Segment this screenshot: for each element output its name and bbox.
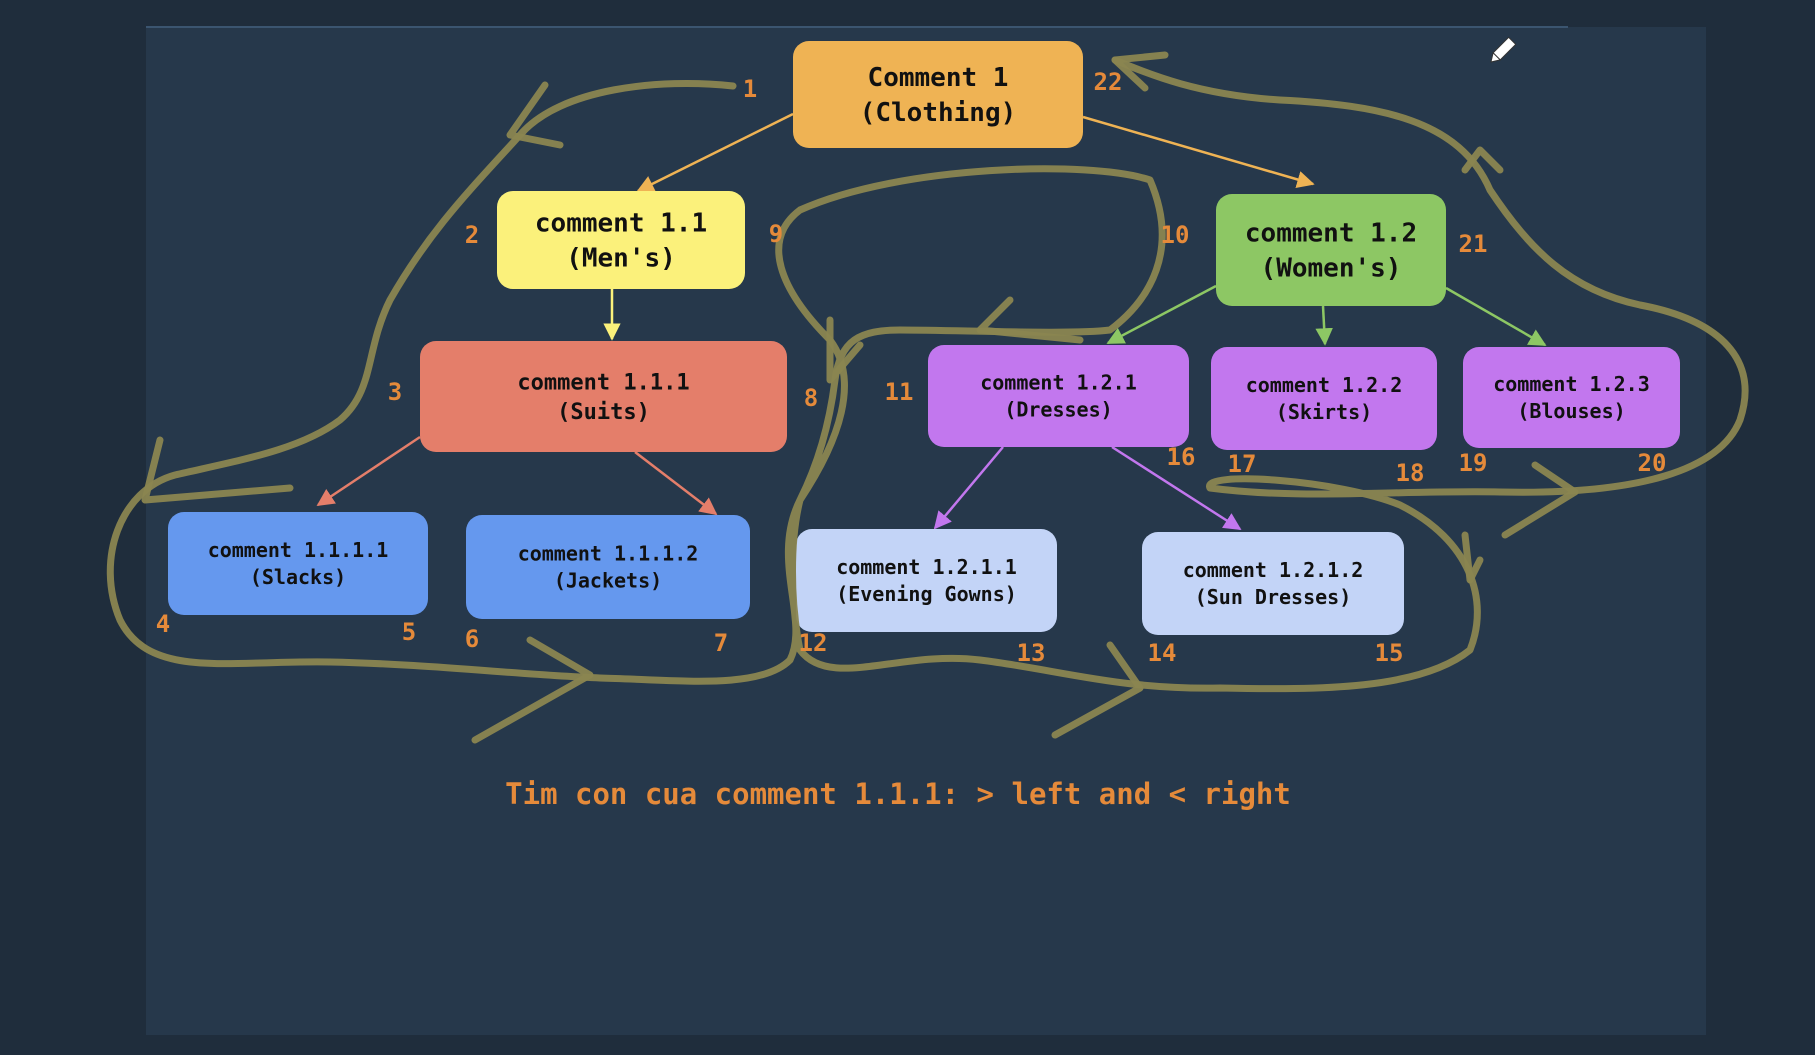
node-box bbox=[796, 529, 1057, 632]
node-title: comment 1.1.1 bbox=[517, 370, 689, 395]
arrowhead-8 bbox=[1501, 461, 1579, 539]
edge-n1-to-n12 bbox=[1082, 115, 1315, 188]
edge-n12-to-n123 bbox=[1445, 286, 1547, 347]
traversal-number-8: 8 bbox=[804, 384, 818, 412]
node-n1211: comment 1.2.1.1 (Evening Gowns) bbox=[796, 529, 1057, 632]
pen-cursor-icon bbox=[1490, 36, 1517, 63]
traversal-number-14: 14 bbox=[1148, 639, 1177, 667]
edge-n121-to-n1212 bbox=[1111, 445, 1242, 531]
traversal-number-7: 7 bbox=[714, 629, 728, 657]
node-box bbox=[1216, 194, 1446, 306]
traversal-number-5: 5 bbox=[402, 618, 416, 646]
node-subtitle: (Slacks) bbox=[250, 565, 346, 589]
arrowhead-5 bbox=[976, 296, 1084, 344]
traversal-number-15: 15 bbox=[1375, 639, 1404, 667]
node-subtitle: (Suits) bbox=[557, 400, 650, 425]
arrowhead-9 bbox=[1461, 146, 1504, 174]
arrowhead-3 bbox=[471, 636, 594, 744]
traversal-number-11: 11 bbox=[885, 378, 914, 406]
node-n11: comment 1.1 (Men's) bbox=[497, 191, 745, 289]
node-title: comment 1.2.1.2 bbox=[1183, 558, 1364, 582]
traversal-number-9: 9 bbox=[769, 220, 783, 248]
node-n1: Comment 1 (Clothing) bbox=[793, 41, 1083, 148]
node-n12: comment 1.2 (Women's) bbox=[1216, 194, 1446, 306]
node-box bbox=[793, 41, 1083, 148]
node-subtitle: (Men's) bbox=[566, 244, 676, 274]
node-subtitle: (Skirts) bbox=[1276, 400, 1372, 424]
arrowhead-6 bbox=[1051, 641, 1144, 739]
node-box bbox=[1463, 347, 1680, 448]
node-box bbox=[1142, 532, 1404, 635]
node-title: comment 1.1 bbox=[535, 209, 707, 239]
node-subtitle: (Sun Dresses) bbox=[1195, 585, 1352, 609]
arrowhead-1 bbox=[506, 81, 564, 149]
arrowhead-2 bbox=[141, 436, 294, 504]
node-box bbox=[497, 191, 745, 289]
node-n1212: comment 1.2.1.2 (Sun Dresses) bbox=[1142, 532, 1404, 635]
arrowhead-7 bbox=[1461, 531, 1484, 584]
traversal-number-22: 22 bbox=[1094, 68, 1123, 96]
arrowhead-10 bbox=[1111, 51, 1169, 92]
node-subtitle: (Blouses) bbox=[1517, 399, 1625, 423]
node-title: comment 1.2.3 bbox=[1493, 372, 1650, 396]
edge-n1-to-n11 bbox=[636, 112, 794, 193]
node-n1111: comment 1.1.1.1 (Slacks) bbox=[168, 512, 428, 615]
node-box bbox=[1211, 347, 1437, 450]
traversal-number-4: 4 bbox=[156, 610, 170, 638]
traversal-number-21: 21 bbox=[1459, 230, 1488, 258]
node-title: Comment 1 bbox=[868, 63, 1009, 93]
node-title: comment 1.2.1.1 bbox=[836, 555, 1017, 579]
caption: Tim con cua comment 1.1.1: > left and < … bbox=[505, 777, 1291, 811]
node-title: comment 1.2.2 bbox=[1246, 373, 1403, 397]
traversal-number-17: 17 bbox=[1228, 450, 1257, 478]
traversal-number-1: 1 bbox=[743, 75, 757, 103]
node-subtitle: (Dresses) bbox=[1004, 398, 1112, 422]
edge-n121-to-n1211 bbox=[933, 446, 1004, 530]
traversal-number-10: 10 bbox=[1161, 221, 1190, 249]
node-n1112: comment 1.1.1.2 (Jackets) bbox=[466, 515, 750, 619]
node-subtitle: (Women's) bbox=[1261, 254, 1402, 284]
traversal-number-18: 18 bbox=[1396, 459, 1425, 487]
node-box bbox=[928, 345, 1189, 447]
node-n122: comment 1.2.2 (Skirts) bbox=[1211, 347, 1437, 450]
node-box bbox=[420, 341, 787, 452]
node-n111: comment 1.1.1 (Suits) bbox=[420, 341, 787, 452]
traversal-number-6: 6 bbox=[465, 625, 479, 653]
edge-n12-to-n122 bbox=[1315, 305, 1333, 346]
node-subtitle: (Jackets) bbox=[554, 569, 662, 593]
traversal-number-13: 13 bbox=[1017, 639, 1046, 667]
node-title: comment 1.2.1 bbox=[980, 371, 1137, 395]
edge-n111-to-n1112 bbox=[634, 451, 718, 516]
node-box bbox=[466, 515, 750, 619]
node-title: comment 1.1.1.2 bbox=[518, 542, 699, 566]
arrowhead-4 bbox=[826, 316, 864, 384]
traversal-number-12: 12 bbox=[799, 629, 828, 657]
traversal-number-3: 3 bbox=[388, 378, 402, 406]
traversal-number-19: 19 bbox=[1459, 449, 1488, 477]
node-subtitle: (Clothing) bbox=[860, 98, 1017, 128]
traversal-path bbox=[106, 56, 1749, 693]
node-title: comment 1.2 bbox=[1245, 219, 1417, 249]
node-title: comment 1.1.1.1 bbox=[208, 538, 389, 562]
node-n121: comment 1.2.1 (Dresses) bbox=[928, 345, 1189, 447]
node-n123: comment 1.2.3 (Blouses) bbox=[1463, 347, 1680, 448]
traversal-number-16: 16 bbox=[1167, 443, 1196, 471]
edge-n111-to-n1111 bbox=[316, 435, 421, 507]
node-subtitle: (Evening Gowns) bbox=[836, 582, 1017, 606]
edge-n12-to-n121 bbox=[1106, 284, 1217, 345]
traversal-number-20: 20 bbox=[1638, 449, 1667, 477]
traversal-number-2: 2 bbox=[465, 221, 479, 249]
node-box bbox=[168, 512, 428, 615]
